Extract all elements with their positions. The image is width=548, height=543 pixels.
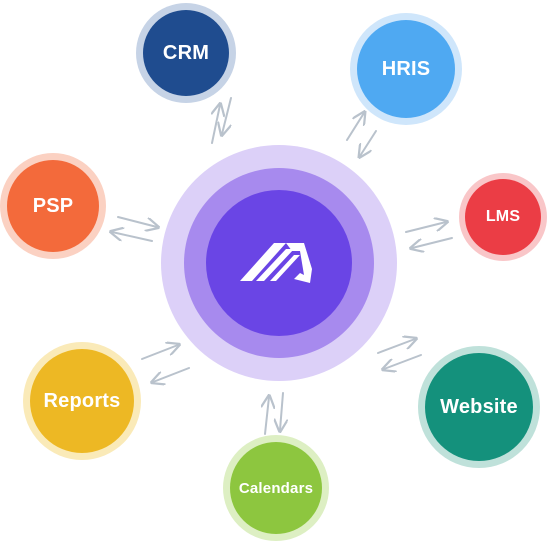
crm-arrow-out [212, 105, 220, 144]
crm-arrow-in [222, 97, 232, 134]
node-psp-circle: PSP [7, 160, 99, 252]
node-crm-label: CRM [162, 41, 210, 64]
node-hris[interactable]: HRIS [350, 13, 462, 125]
integration-logo-icon [240, 243, 312, 283]
psp-arrow-in [112, 232, 153, 242]
node-lms-label: LMS [485, 208, 521, 225]
node-hris-circle: HRIS [357, 20, 455, 118]
node-crm[interactable]: CRM [136, 3, 236, 103]
node-calendars-label: Calendars [238, 479, 314, 497]
lms-arrow-out [405, 222, 446, 233]
node-lms-circle: LMS [465, 179, 541, 255]
node-psp-label: PSP [32, 194, 74, 217]
hris-arrow-out [346, 113, 364, 141]
node-reports[interactable]: Reports [23, 342, 141, 460]
node-calendars[interactable]: Calendars [223, 435, 329, 541]
hub-inner-circle [206, 190, 352, 336]
node-reports-label: Reports [43, 389, 121, 412]
website-arrow-in [384, 354, 422, 369]
node-crm-circle: CRM [143, 10, 229, 96]
node-website-label: Website [440, 395, 518, 418]
hris-arrow-in [360, 130, 377, 156]
reports-arrow-in [153, 367, 190, 382]
lms-arrow-in [412, 237, 453, 248]
calendars-arrow-out [265, 397, 269, 435]
node-website[interactable]: Website [418, 346, 540, 468]
website-arrow-out [377, 339, 415, 354]
node-psp[interactable]: PSP [0, 153, 106, 259]
node-website-circle: Website [425, 353, 533, 461]
calendars-arrow-in [280, 392, 283, 430]
reports-arrow-out [141, 345, 178, 360]
node-lms[interactable]: LMS [459, 173, 547, 261]
node-reports-circle: Reports [30, 349, 134, 453]
node-calendars-circle: Calendars [230, 442, 322, 534]
psp-arrow-out [117, 216, 157, 227]
node-hris-label: HRIS [381, 57, 431, 80]
